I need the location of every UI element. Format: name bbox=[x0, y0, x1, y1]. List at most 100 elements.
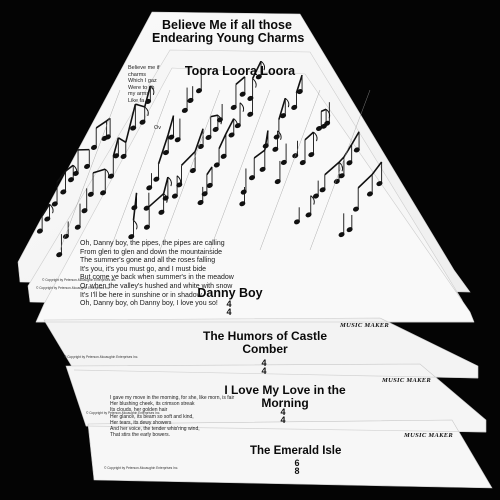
believe-title-line2: Endearing Young Charms bbox=[152, 31, 305, 46]
danny-time-signature: 4 4 bbox=[222, 299, 236, 317]
danny-lyric-line: Oh, Danny boy, the pipes, the pipes are … bbox=[80, 240, 225, 247]
note-flag bbox=[338, 161, 344, 172]
believe-lyric-fragment: Believe me if charms Which I gaz Were to… bbox=[128, 65, 160, 104]
staff-line bbox=[159, 89, 221, 251]
note-beam bbox=[157, 134, 169, 165]
emerald-title: The Emerald Isle bbox=[250, 445, 342, 457]
toora-title: Toora Loora Loora bbox=[184, 64, 296, 78]
humors-time-bottom: 4 bbox=[261, 366, 267, 376]
note-beam bbox=[167, 115, 175, 135]
ilove-lyric-line: That stirs the early bowers. bbox=[110, 432, 171, 439]
ilove-time-top: 4 bbox=[280, 407, 286, 417]
note-beam bbox=[180, 150, 196, 166]
ilove-lyric-line: I gave my move in the morning, for she, … bbox=[110, 395, 235, 401]
note-beam bbox=[295, 74, 303, 94]
ilove-lyric-line: Her tears, its dewy showers bbox=[110, 419, 172, 426]
danny-lyric-line: Oh, Danny boy, oh Danny boy, I love you … bbox=[80, 300, 218, 308]
note-flag bbox=[310, 195, 315, 205]
note-flag bbox=[239, 102, 245, 112]
ilove-lyrics: I gave my move in the morning, for she, … bbox=[110, 395, 234, 438]
note-beam bbox=[225, 118, 235, 135]
danny-lyric-line: But come ye back when summer's in the me… bbox=[80, 274, 234, 282]
note-flag bbox=[167, 176, 172, 187]
staff-line bbox=[109, 89, 171, 251]
ilove-lyric-line: And her voice, the tender whis'ring wind… bbox=[110, 426, 200, 433]
sheet-ilove bbox=[65, 363, 487, 433]
danny-lyric-line: It's you, it's you must go, and I must b… bbox=[80, 265, 207, 273]
note-beam bbox=[125, 103, 137, 143]
sheet-emerald bbox=[87, 419, 493, 489]
note-beam bbox=[56, 170, 67, 183]
danny-lyric-line: It's I'll be here in sunshine or in shad… bbox=[80, 291, 202, 299]
danny-lyric-line: From glen to glen and down the mountains… bbox=[80, 248, 223, 256]
note-beam bbox=[324, 161, 340, 176]
music-notation bbox=[36, 60, 383, 258]
note-beam bbox=[343, 144, 353, 158]
note-beam bbox=[41, 203, 51, 217]
note-beam bbox=[304, 131, 315, 141]
toora-copyright: © Copyright by Peterson-Mccaughin Enterp… bbox=[42, 278, 117, 282]
note-flag bbox=[313, 131, 318, 142]
emerald-copyright: © Copyright by Peterson-Mccaughin Enterp… bbox=[104, 466, 179, 470]
note-beam bbox=[132, 192, 138, 221]
note-beam bbox=[206, 166, 213, 176]
note-beam bbox=[106, 117, 111, 122]
note-beam bbox=[350, 131, 360, 145]
note-beam bbox=[148, 193, 165, 208]
humors-title-line2: Comber bbox=[242, 341, 288, 356]
note-beam bbox=[235, 76, 246, 85]
sheet-humors bbox=[43, 317, 479, 379]
note-beam bbox=[95, 120, 108, 129]
danny-lyric-line: Or when the valley's hushed and white wi… bbox=[80, 282, 233, 290]
danny-time-bottom: 4 bbox=[226, 307, 232, 317]
note-beam bbox=[92, 168, 106, 174]
note-beam bbox=[112, 137, 120, 157]
note-flag bbox=[133, 220, 138, 230]
danny-copyright: © Copyright by Peterson-Mccaughin Enterp… bbox=[36, 286, 111, 290]
ilove-time-signature: 4 4 bbox=[276, 407, 290, 425]
ilove-lyric-line: Its clouds, her golden hair bbox=[110, 407, 168, 414]
ilove-brand-logo: MUSIC MAKER bbox=[382, 377, 431, 384]
emerald-time-top: 6 bbox=[294, 458, 300, 468]
humors-brand-logo: MUSIC MAKER bbox=[340, 322, 389, 329]
believe-title: Believe Me if all those Endearing Young … bbox=[152, 18, 305, 46]
note-beam bbox=[338, 156, 345, 163]
danny-lyric-line: The summer's gone and all the roses fall… bbox=[80, 257, 216, 265]
ilove-title-line1: I Love My Love in the bbox=[224, 383, 346, 397]
note-beam bbox=[357, 173, 373, 189]
staff-line bbox=[259, 89, 321, 251]
staff-line bbox=[309, 89, 371, 251]
believe-title-line1: Believe Me if all those bbox=[162, 18, 292, 32]
note-beam bbox=[251, 60, 262, 79]
emerald-time-signature: 6 8 bbox=[290, 458, 304, 476]
note-beam bbox=[210, 114, 219, 118]
note-beam bbox=[218, 133, 227, 150]
emerald-brand-logo: MUSIC MAKER bbox=[404, 432, 453, 439]
danny-title: Danny Boy bbox=[197, 286, 263, 300]
ilove-lyric-line: Her blushing cheek, its crimson streak bbox=[110, 401, 195, 408]
note-beam bbox=[264, 130, 269, 151]
note-flag bbox=[49, 203, 54, 214]
note-beam bbox=[162, 176, 169, 194]
ilove-copyright: © Copyright by Peterson-Mccaughin Enterp… bbox=[86, 411, 161, 415]
note-beam bbox=[143, 85, 152, 108]
ilove-title-line2: Morning bbox=[261, 395, 309, 410]
ilove-title: I Love My Love in the Morning bbox=[215, 384, 355, 409]
ilove-lyric-line: Her glance, its beam so soft and kind, bbox=[110, 413, 194, 420]
note-flag bbox=[144, 106, 149, 117]
humors-time-top: 4 bbox=[261, 358, 267, 368]
note-flag bbox=[150, 85, 155, 96]
ilove-time-bottom: 4 bbox=[280, 415, 286, 425]
note-beam bbox=[320, 108, 327, 113]
emerald-time-bottom: 8 bbox=[294, 466, 300, 476]
note-flag bbox=[252, 78, 257, 88]
note-beam bbox=[253, 149, 266, 159]
note-flag bbox=[277, 130, 282, 140]
note-beam bbox=[65, 164, 74, 172]
humors-title-line1: The Humors of Castle bbox=[202, 329, 328, 343]
note-beam bbox=[117, 137, 127, 144]
note-beam bbox=[194, 128, 204, 152]
danny-time-top: 4 bbox=[226, 299, 232, 309]
